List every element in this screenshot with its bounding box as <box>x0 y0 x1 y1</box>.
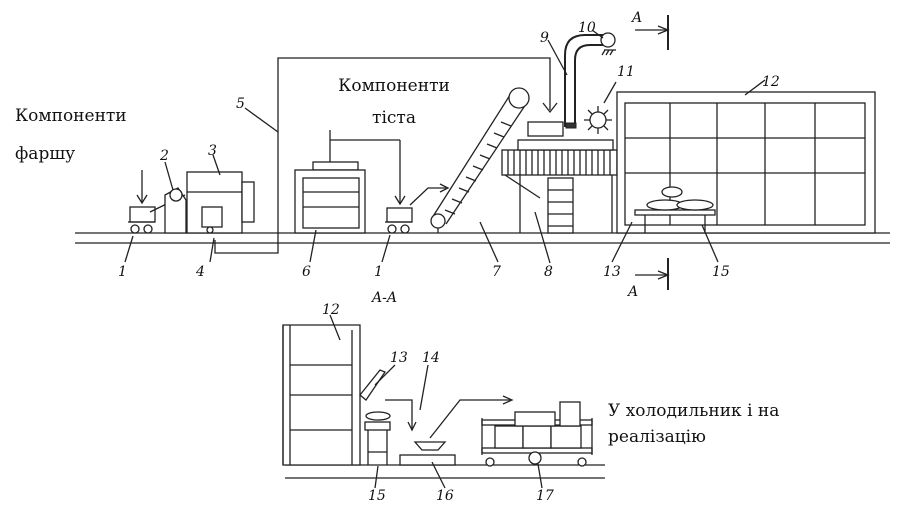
pipe-5 <box>214 57 551 254</box>
section-mark-bottom <box>635 258 670 290</box>
section-arrow-16 <box>429 395 514 439</box>
label-6: 6 <box>302 264 311 280</box>
leader-lines <box>124 29 766 264</box>
label-9: 9 <box>540 30 549 46</box>
section-floor <box>285 464 605 479</box>
label-5: 5 <box>236 96 245 112</box>
label-7: 7 <box>492 264 501 280</box>
duct-9 <box>564 32 616 129</box>
chamber-12 <box>616 91 876 234</box>
section-chamber-12 <box>282 324 361 466</box>
section-label-13: 13 <box>390 350 408 366</box>
section-label-15: 15 <box>368 488 386 504</box>
filling-components-label: Компоненти фаршу <box>15 106 127 164</box>
forming-line-8 <box>501 121 618 234</box>
label-8: 8 <box>544 264 553 280</box>
label-2: 2 <box>159 148 169 164</box>
dough-components-label: Компоненти тіста <box>338 76 450 128</box>
elevator-7 <box>430 87 530 233</box>
heater-11 <box>584 106 612 134</box>
section-title: A-A <box>370 290 397 306</box>
section-mark-top <box>635 15 670 50</box>
section-bowl-14 <box>385 399 456 466</box>
label-13: 13 <box>603 264 621 280</box>
mincer-3 <box>186 171 255 234</box>
mixer-6 <box>294 130 406 234</box>
label-3: 3 <box>208 143 217 159</box>
section-cart-17 <box>481 401 593 467</box>
label-1-left: 1 <box>118 264 127 280</box>
section-label-17: 17 <box>536 488 554 504</box>
section-leader-lines <box>329 314 543 489</box>
label-11: 11 <box>617 64 635 80</box>
destination-label: У холодильник і на реалізацію <box>608 401 780 447</box>
label-1-right: 1 <box>374 264 383 280</box>
label-15: 15 <box>712 264 730 280</box>
machine-2 <box>164 187 187 234</box>
section-table-15 <box>364 411 391 465</box>
label-12: 12 <box>762 74 780 90</box>
label-10: 10 <box>578 20 596 36</box>
section-label-12: 12 <box>322 302 340 318</box>
pipe-arrow <box>542 102 558 114</box>
section-label-16: 16 <box>436 488 454 504</box>
section-letter-top: A <box>630 10 642 26</box>
cart-1-right <box>385 183 450 234</box>
section-letter-bottom: A <box>626 284 638 300</box>
label-4: 4 <box>195 264 205 280</box>
section-conveyor-13 <box>359 369 386 401</box>
floor-line <box>75 232 890 244</box>
section-label-14: 14 <box>422 350 440 366</box>
